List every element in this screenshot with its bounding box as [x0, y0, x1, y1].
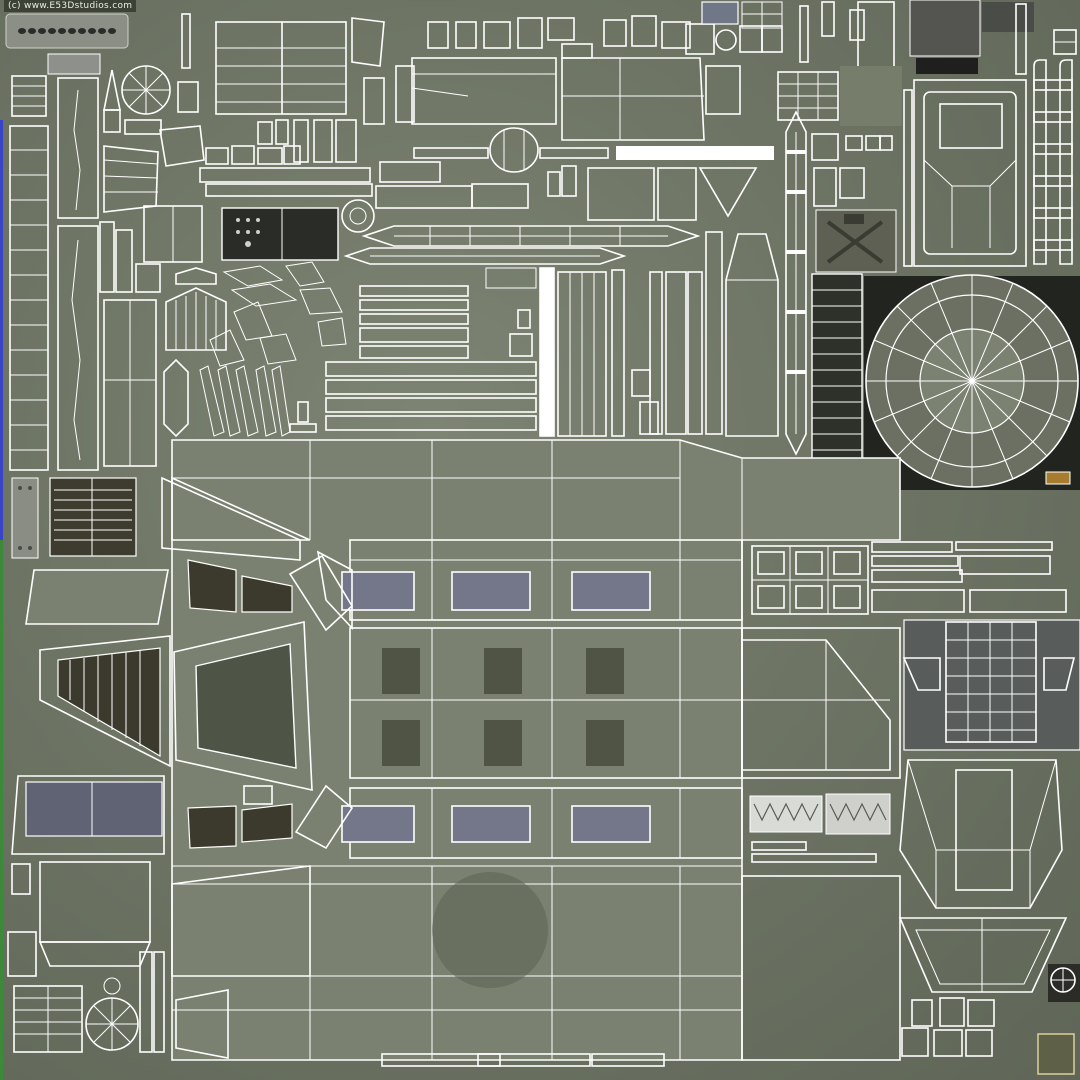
- texture-patch: [840, 66, 902, 126]
- black-strip: [916, 58, 978, 74]
- lower-left-pieces: [7, 775, 273, 1059]
- cylinder-parts: [163, 267, 227, 438]
- tapered-panel: [103, 145, 159, 213]
- tread-strip: [811, 273, 863, 493]
- edge-marker-2: [0, 540, 3, 1080]
- round-cap: [341, 199, 375, 233]
- vent-plate-left: [11, 477, 137, 559]
- top-double-panel: [215, 21, 347, 115]
- control-panel: [221, 207, 339, 261]
- chevron-cluster: [741, 1, 783, 29]
- ladder-part: [1033, 59, 1073, 265]
- wheel-icon: [121, 65, 171, 115]
- vertical-bars-left: [99, 221, 161, 467]
- large-wheel-icon: [864, 274, 1080, 490]
- long-pencil-horizontal-2: [343, 247, 627, 265]
- chain-strips: [749, 793, 891, 863]
- long-pencil-horizontal-1: [361, 225, 701, 247]
- photo-patch-top: [909, 0, 981, 57]
- main-hull-body: [171, 439, 901, 1061]
- bottom-right-bits: [901, 997, 995, 1057]
- hull-right-section: [741, 627, 901, 1061]
- copyright-watermark: (c) www.E53Dstudios.com: [4, 0, 137, 12]
- left-strip-columns: [9, 75, 99, 471]
- right-small-squares: [751, 545, 869, 615]
- right-crate-box: [913, 79, 1027, 267]
- right-horizontal-bars: [871, 541, 1067, 613]
- oval-part: [489, 127, 539, 173]
- grid-panel-right: [902, 619, 1080, 751]
- slatted-box: [13, 985, 83, 1053]
- small-bits-center: [289, 309, 659, 435]
- pencil-part: [103, 69, 121, 133]
- small-box: [177, 81, 199, 113]
- bottom-strips: [381, 1053, 665, 1067]
- crate-cluster: [777, 1, 895, 121]
- small-parts-row-2: [199, 119, 529, 209]
- top-right-vertical-strips: [1015, 3, 1077, 75]
- tall-strips-center: [539, 267, 625, 437]
- left-hull-pieces: [25, 476, 354, 850]
- long-pencil-vertical: [785, 110, 807, 456]
- gem-shape: [159, 125, 205, 167]
- right-tapered-box: [899, 759, 1063, 909]
- small-boxes-right: [811, 133, 893, 207]
- tall-strips-right: [649, 231, 779, 437]
- grille-icon: [187, 559, 293, 849]
- hatch-plate: [1037, 1033, 1075, 1075]
- horizontal-stack: [325, 285, 537, 431]
- fan-shards: [199, 261, 347, 437]
- right-lower-tray: [898, 917, 1068, 993]
- narrow-strips: [903, 89, 913, 267]
- fan-icon: [85, 977, 139, 1051]
- top-left-vent-plate: [5, 13, 129, 49]
- edge-marker: [0, 120, 3, 540]
- top-center-panel: [395, 57, 741, 141]
- small-metal-plate: [47, 53, 101, 75]
- jerrycan-icon: [815, 209, 897, 273]
- small-wheel-icon: [1048, 964, 1080, 1002]
- small-parts-top-left-col: [547, 165, 758, 221]
